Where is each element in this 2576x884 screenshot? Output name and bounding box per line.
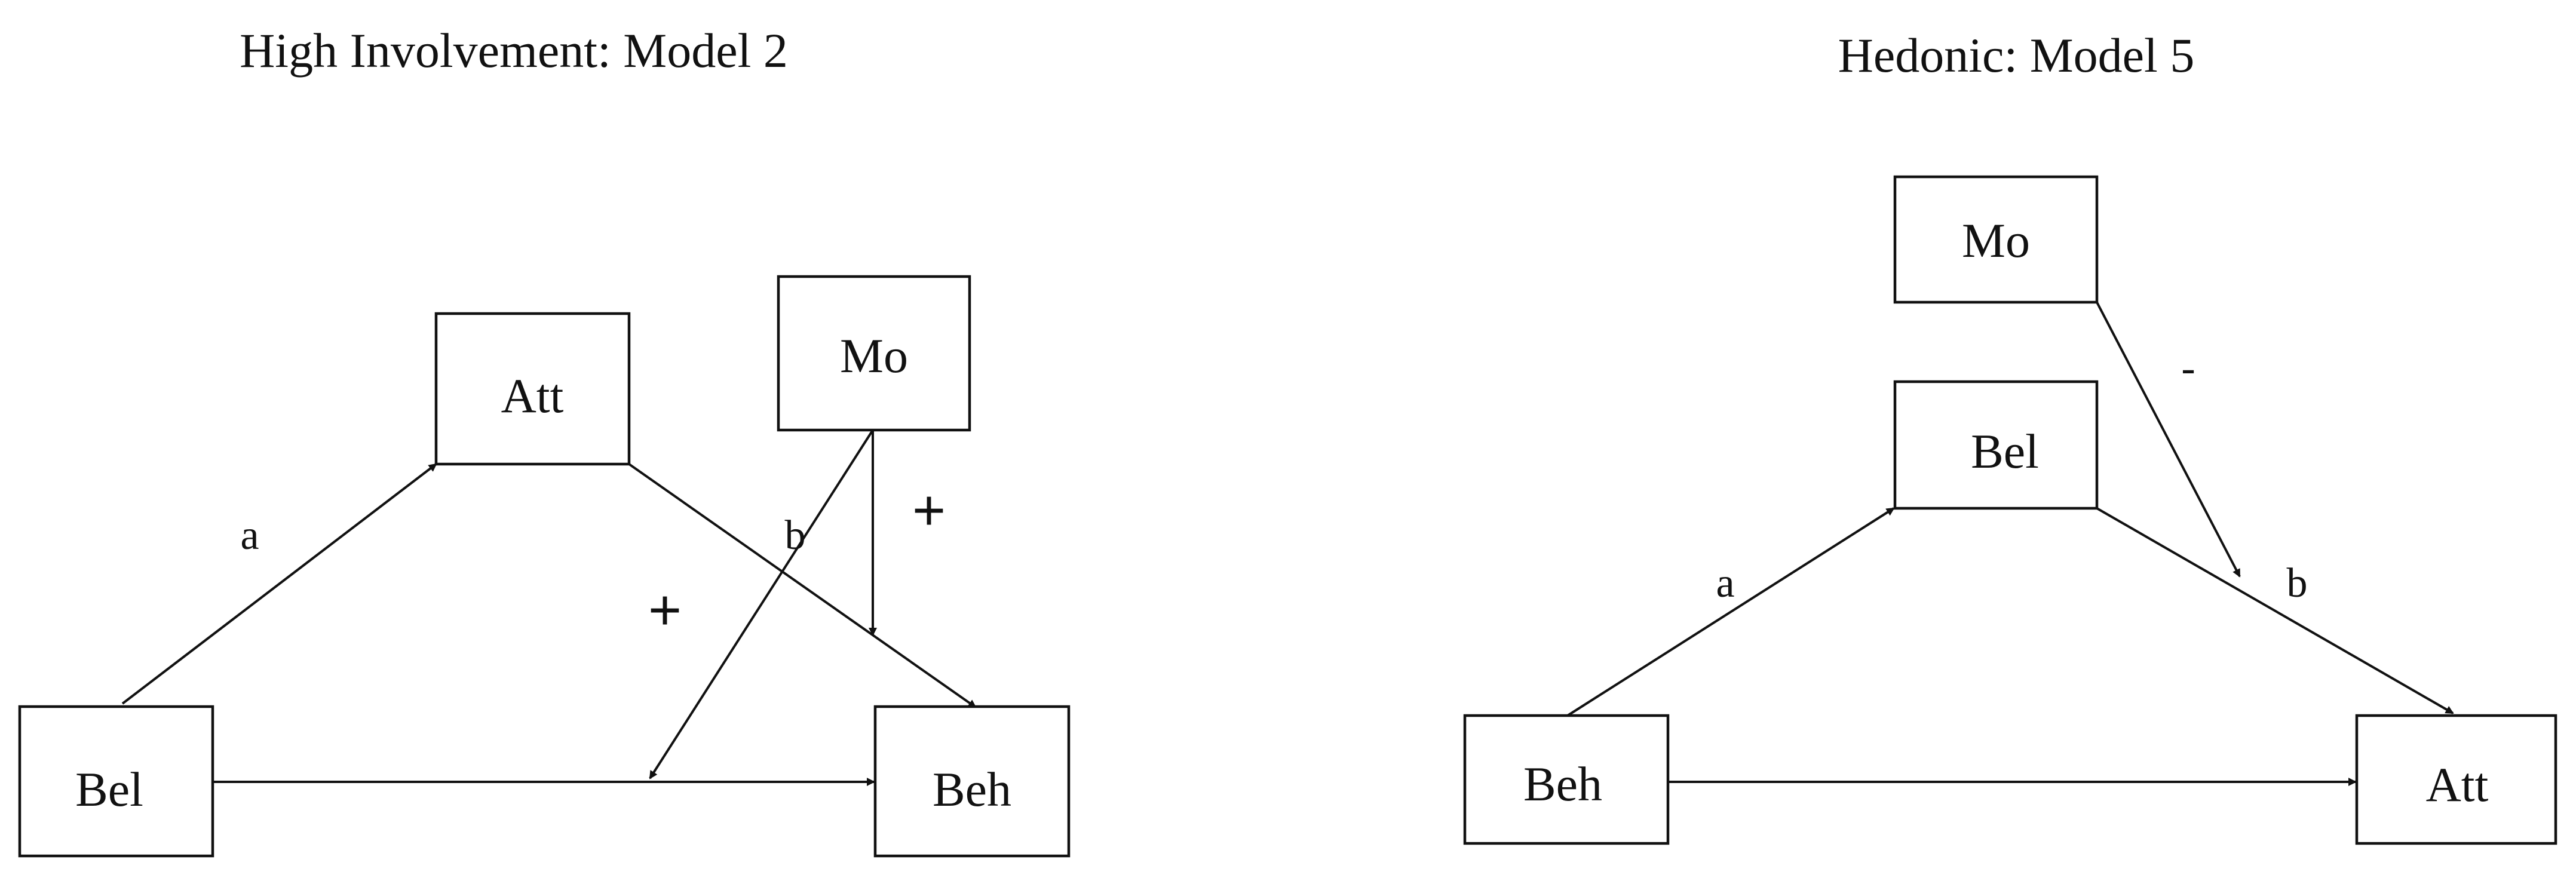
- node-label-beh: Beh: [1523, 757, 1602, 811]
- path-label-b: b: [2287, 560, 2308, 606]
- path-a-arrow: [121, 463, 437, 705]
- node-att: Att: [2355, 714, 2557, 845]
- node-label-mo: Mo: [840, 329, 908, 383]
- moderation-sign-right: +: [912, 478, 946, 542]
- node-label-bel: Bel: [1971, 424, 2039, 478]
- node-beh: Beh: [1463, 714, 1670, 845]
- path-a-arrow: [1566, 507, 1895, 717]
- moderation-sign: -: [2181, 345, 2195, 391]
- diagram-right: Hedonic: Model 5 Mo Bel Beh Att: [1463, 28, 2557, 845]
- path-b-arrow: [2096, 507, 2454, 714]
- path-label-b: b: [785, 512, 806, 558]
- node-label-mo: Mo: [1962, 213, 2030, 268]
- node-label-att: Att: [2426, 757, 2489, 812]
- diagram-title: High Involvement: Model 2: [240, 23, 788, 78]
- node-label-beh: Beh: [933, 762, 1011, 817]
- node-label-bel: Bel: [75, 762, 143, 817]
- node-bel: Bel: [1893, 380, 2099, 510]
- node-mo: Mo: [777, 275, 971, 432]
- node-bel: Bel: [18, 705, 214, 858]
- path-label-a: a: [1716, 560, 1734, 606]
- path-b-arrow: [628, 463, 977, 708]
- diagram-title: Hedonic: Model 5: [1838, 28, 2195, 82]
- node-beh: Beh: [873, 705, 1071, 858]
- moderation-arrow: [2096, 302, 2241, 578]
- path-label-a: a: [240, 512, 259, 558]
- diagram-left: High Involvement: Model 2 Att Mo Bel: [18, 23, 1071, 858]
- node-mo: Mo: [1893, 175, 2099, 304]
- moderation-sign-left: +: [648, 578, 682, 642]
- moderation-left-arrow: [649, 429, 874, 779]
- node-label-att: Att: [501, 369, 564, 423]
- node-att: Att: [434, 312, 631, 466]
